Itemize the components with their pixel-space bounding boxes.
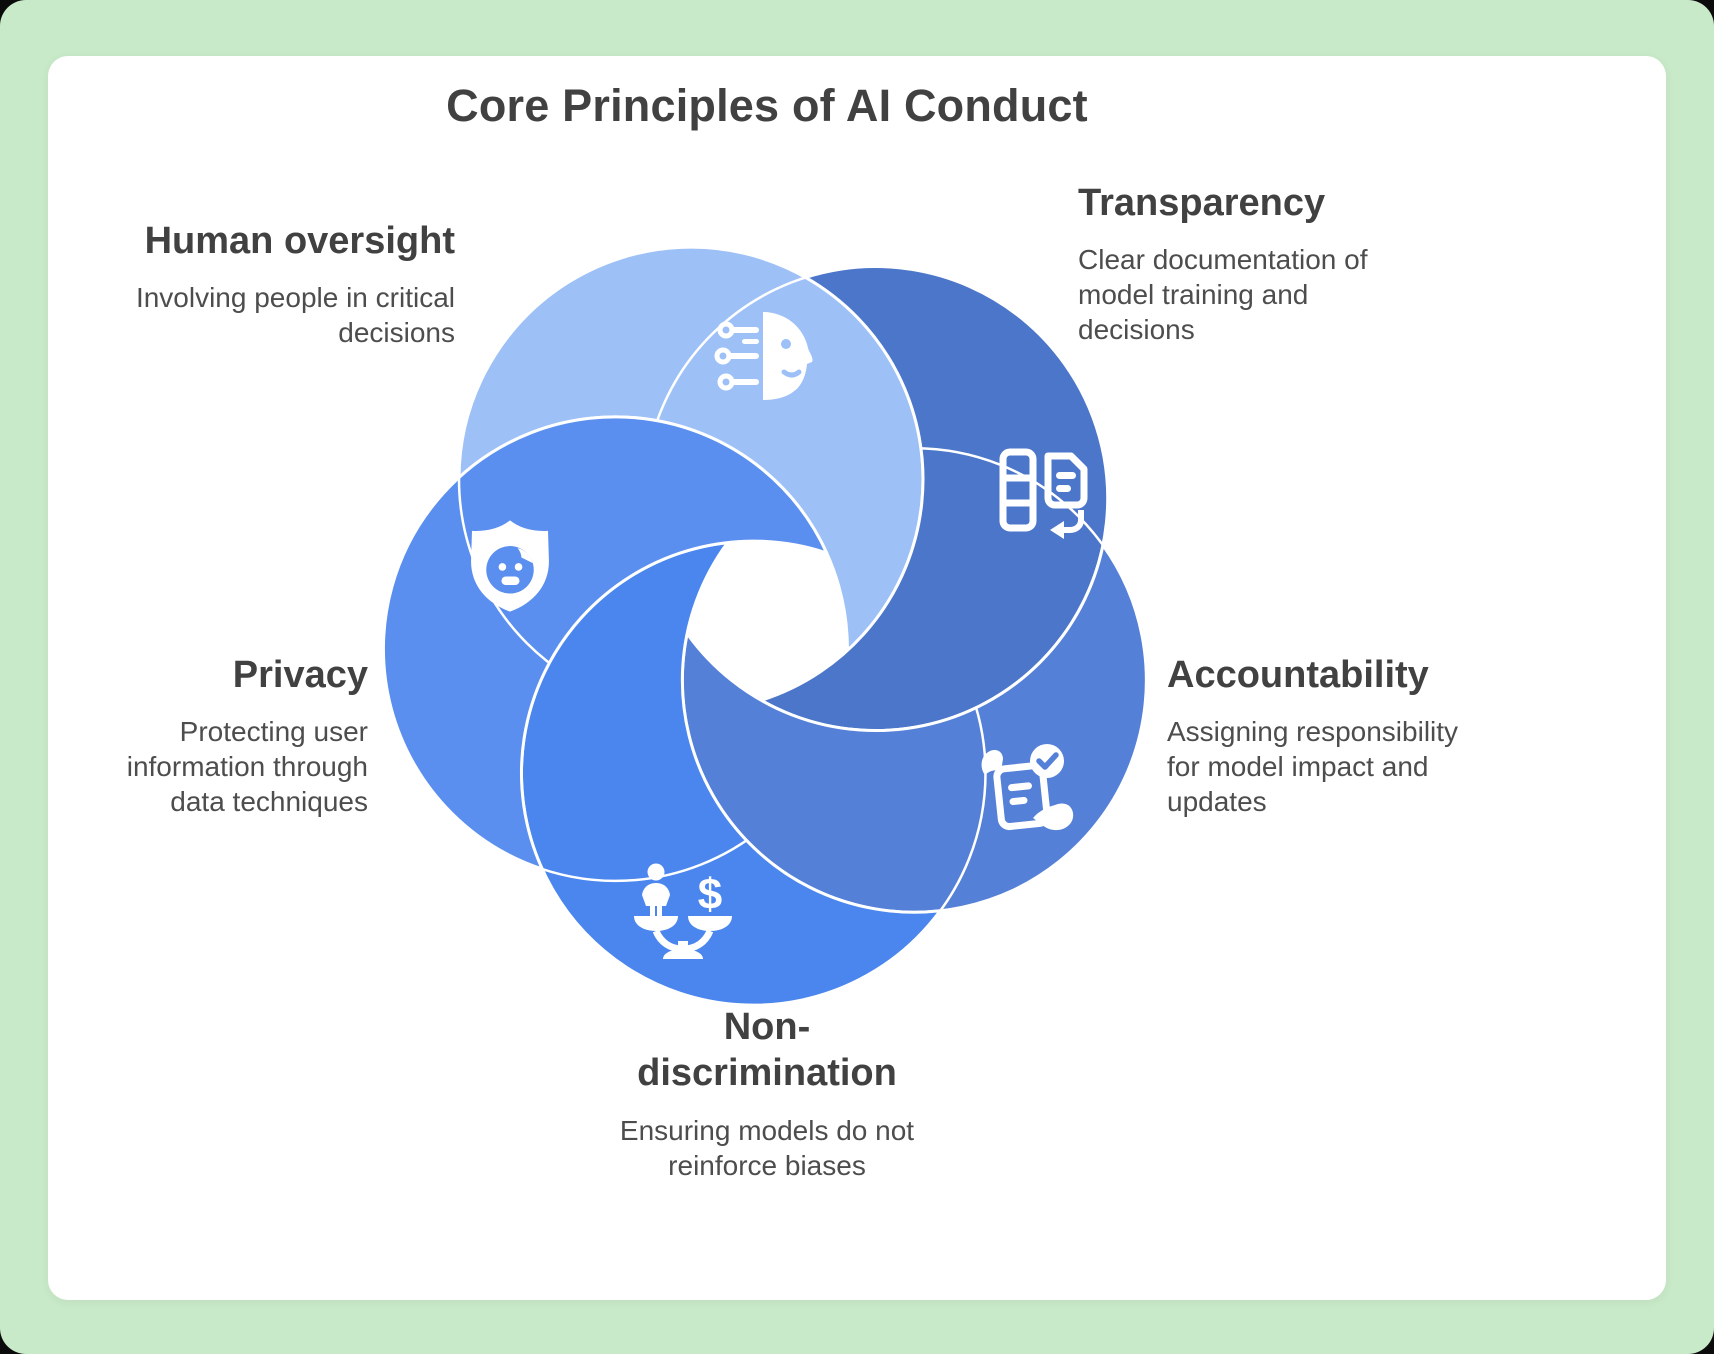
principle-heading: Transparency — [1078, 182, 1326, 224]
principle-accountability-label: Accountability Assigning responsibility … — [1167, 652, 1477, 819]
swirl-diagram: $ — [381, 245, 1148, 1007]
principle-heading: Accountability — [1167, 654, 1429, 696]
shield-face-icon — [471, 520, 549, 612]
balance-scale-icon: $ — [634, 863, 732, 959]
principle-description: Involving people in critical decisions — [135, 282, 455, 349]
principle-description: Clear documentation of model training an… — [1078, 244, 1368, 346]
principle-heading: Human oversight — [144, 220, 455, 262]
principle-heading: Non-discrimination — [637, 1006, 897, 1095]
principle-heading: Privacy — [232, 654, 368, 696]
principle-description: Assigning responsibility for model impac… — [1167, 716, 1459, 818]
principle-description: Ensuring models do not reinforce biases — [619, 1114, 915, 1181]
page-title: Core Principles of AI Conduct — [446, 80, 1088, 131]
principle-human-oversight-label: Human oversight Involving people in crit… — [128, 218, 455, 350]
document-check-icon — [981, 744, 1074, 831]
svg-text:$: $ — [698, 870, 722, 919]
principle-privacy-label: Privacy Protecting user information thro… — [68, 652, 368, 819]
principle-transparency-label: Transparency Clear documentation of mode… — [1078, 180, 1378, 347]
data-document-icon — [999, 448, 1088, 539]
infographic-card: Core Principles of AI Conduct — [48, 56, 1666, 1300]
ai-face-icon — [714, 312, 813, 400]
principle-non-discrimination-label: Non-discrimination Ensuring models do no… — [617, 1004, 917, 1183]
principle-description: Protecting user information through data… — [126, 716, 368, 818]
